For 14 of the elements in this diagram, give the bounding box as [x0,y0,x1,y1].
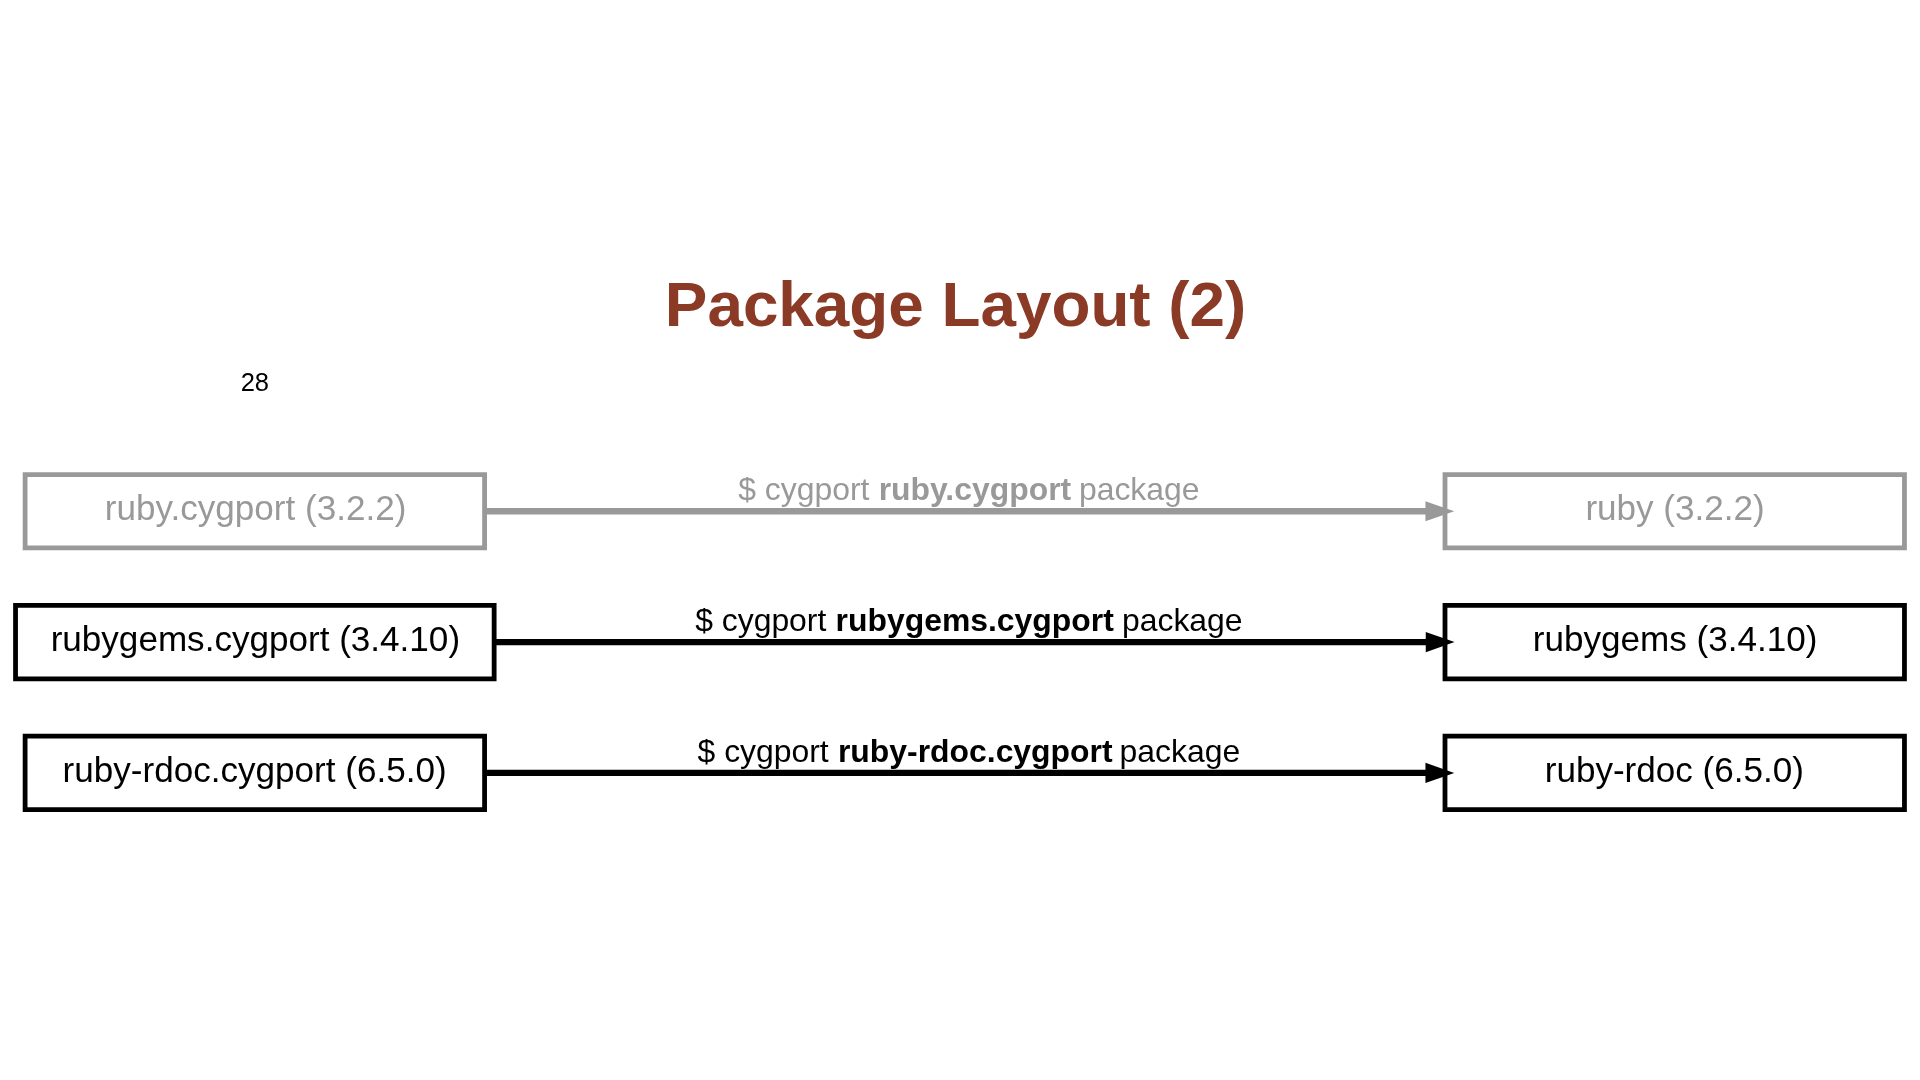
node-box: ruby-rdoc (6.5.0) [1442,733,1907,812]
node-box: rubygems.cygport (3.4.10) [13,603,497,682]
node-box: ruby.cygport (3.2.2) [22,472,487,551]
node-box: ruby (3.2.2) [1442,472,1907,551]
edge-label: $ cygport ruby.cygport package [738,471,1200,508]
arrow [494,632,1455,653]
node-box: ruby-rdoc.cygport (6.5.0) [22,733,487,812]
node-box: rubygems (3.4.10) [1442,603,1907,682]
label: 28 [240,368,270,397]
edge-label: $ cygport rubygems.cygport package [695,601,1243,638]
arrow [484,762,1455,783]
edge-label: $ cygport ruby-rdoc.cygport package [697,732,1241,769]
arrow [484,501,1455,522]
diagram-title: Package Layout (2) [664,268,1247,341]
